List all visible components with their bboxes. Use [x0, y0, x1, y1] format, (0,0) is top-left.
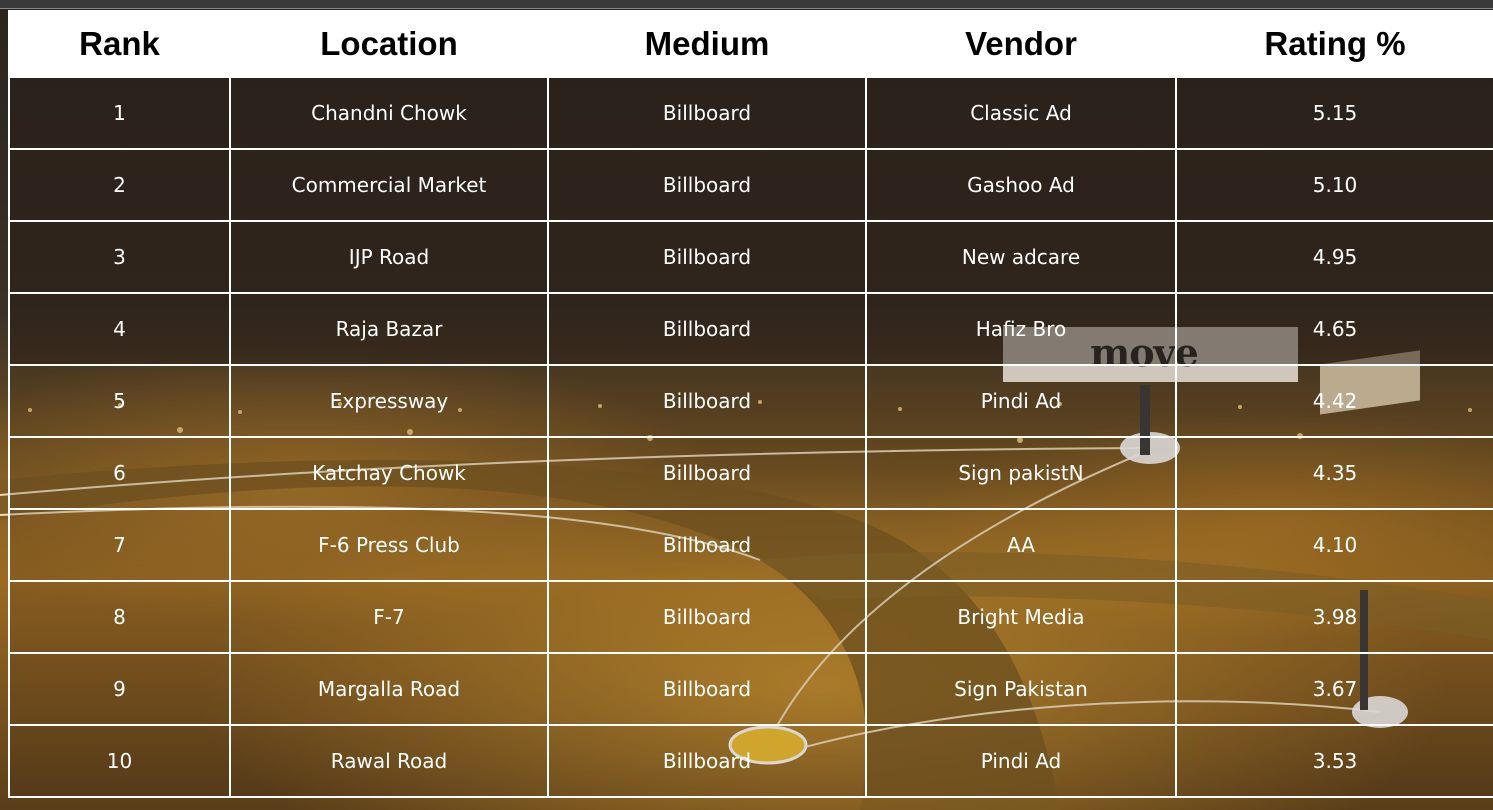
table-row: 2 Commercial Market Billboard Gashoo Ad …	[8, 148, 1493, 222]
location-cell: Raja Bazar	[229, 292, 549, 366]
table-row: 4 Raja Bazar Billboard Hafiz Bro 4.65	[8, 292, 1493, 366]
medium-cell: Billboard	[547, 148, 867, 222]
vendor-cell: New adcare	[865, 220, 1177, 294]
medium-cell: Billboard	[547, 292, 867, 366]
rating-cell: 4.65	[1175, 292, 1493, 366]
rating-cell: 3.67	[1175, 652, 1493, 726]
vendor-cell: Bright Media	[865, 580, 1177, 654]
rank-cell: 2	[8, 148, 231, 222]
vendor-cell: Hafiz Bro	[865, 292, 1177, 366]
vendor-cell: Pindi Ad	[865, 724, 1177, 798]
rank-cell: 9	[8, 652, 231, 726]
rank-cell: 8	[8, 580, 231, 654]
medium-cell: Billboard	[547, 508, 867, 582]
location-cell: Margalla Road	[229, 652, 549, 726]
table-header-row: Rank Location Medium Vendor Rating %	[8, 10, 1493, 78]
rank-cell: 10	[8, 724, 231, 798]
slide-top-bar	[0, 0, 1493, 9]
rating-cell: 3.98	[1175, 580, 1493, 654]
rating-cell: 4.10	[1175, 508, 1493, 582]
rating-cell: 4.35	[1175, 436, 1493, 510]
vendor-cell: AA	[865, 508, 1177, 582]
medium-cell: Billboard	[547, 364, 867, 438]
rating-cell: 5.15	[1175, 76, 1493, 150]
medium-cell: Billboard	[547, 436, 867, 510]
rank-cell: 7	[8, 508, 231, 582]
location-cell: Rawal Road	[229, 724, 549, 798]
rating-cell: 5.10	[1175, 148, 1493, 222]
medium-cell: Billboard	[547, 76, 867, 150]
table-row: 7 F-6 Press Club Billboard AA 4.10	[8, 508, 1493, 582]
rank-cell: 6	[8, 436, 231, 510]
location-cell: F-7	[229, 580, 549, 654]
rating-cell: 4.42	[1175, 364, 1493, 438]
medium-cell: Billboard	[547, 580, 867, 654]
rating-cell: 4.95	[1175, 220, 1493, 294]
medium-cell: Billboard	[547, 220, 867, 294]
table-row: 8 F-7 Billboard Bright Media 3.98	[8, 580, 1493, 654]
column-header-vendor: Vendor	[865, 10, 1177, 78]
table-row: 9 Margalla Road Billboard Sign Pakistan …	[8, 652, 1493, 726]
location-cell: Expressway	[229, 364, 549, 438]
column-header-location: Location	[229, 10, 549, 78]
table-row: 10 Rawal Road Billboard Pindi Ad 3.53	[8, 724, 1493, 798]
table-row: 1 Chandni Chowk Billboard Classic Ad 5.1…	[8, 76, 1493, 150]
table-row: 6 Katchay Chowk Billboard Sign pakistN 4…	[8, 436, 1493, 510]
medium-cell: Billboard	[547, 724, 867, 798]
vendor-cell: Gashoo Ad	[865, 148, 1177, 222]
location-cell: Katchay Chowk	[229, 436, 549, 510]
location-cell: Chandni Chowk	[229, 76, 549, 150]
location-cell: F-6 Press Club	[229, 508, 549, 582]
vendor-cell: Sign Pakistan	[865, 652, 1177, 726]
location-cell: IJP Road	[229, 220, 549, 294]
vendor-cell: Classic Ad	[865, 76, 1177, 150]
medium-cell: Billboard	[547, 652, 867, 726]
rank-cell: 1	[8, 76, 231, 150]
rank-cell: 3	[8, 220, 231, 294]
column-header-rating: Rating %	[1175, 10, 1493, 78]
vendor-cell: Pindi Ad	[865, 364, 1177, 438]
rank-cell: 4	[8, 292, 231, 366]
rank-cell: 5	[8, 364, 231, 438]
vendor-cell: Sign pakistN	[865, 436, 1177, 510]
rating-cell: 3.53	[1175, 724, 1493, 798]
billboard-ranking-table: Rank Location Medium Vendor Rating % 1 C…	[8, 10, 1493, 798]
table-row: 3 IJP Road Billboard New adcare 4.95	[8, 220, 1493, 294]
column-header-medium: Medium	[547, 10, 867, 78]
location-cell: Commercial Market	[229, 148, 549, 222]
column-header-rank: Rank	[8, 10, 231, 78]
table-row: 5 Expressway Billboard Pindi Ad 4.42	[8, 364, 1493, 438]
